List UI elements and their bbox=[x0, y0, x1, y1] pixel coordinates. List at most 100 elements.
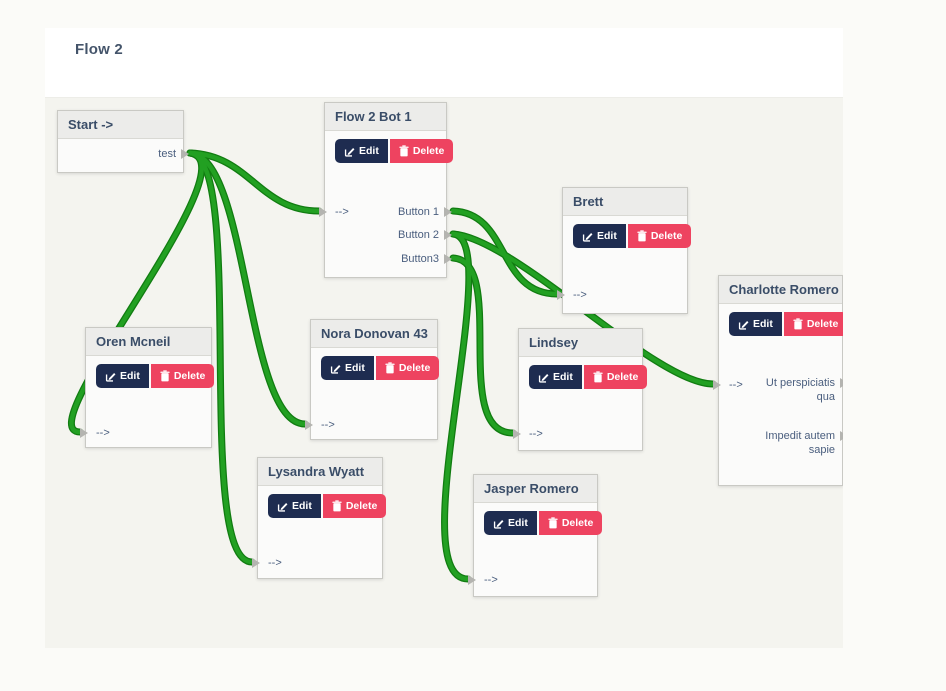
input-port[interactable]: --> bbox=[80, 426, 110, 440]
output-port-button2[interactable]: Button 2 bbox=[361, 228, 452, 242]
input-port[interactable]: --> bbox=[468, 573, 498, 587]
delete-button[interactable]: Delete bbox=[375, 356, 440, 380]
node-title: Flow 2 Bot 1 bbox=[325, 103, 446, 131]
port-triangle-icon bbox=[444, 254, 452, 264]
node-charlotte-romero[interactable]: Charlotte Romero Edit Delete --> Ut pers… bbox=[713, 275, 843, 486]
edit-icon bbox=[344, 146, 355, 157]
port-triangle-icon bbox=[840, 431, 843, 441]
input-port-label: --> bbox=[529, 428, 543, 440]
edit-button[interactable]: Edit bbox=[729, 312, 782, 336]
edit-icon bbox=[582, 231, 593, 242]
node-title: Jasper Romero bbox=[474, 475, 597, 503]
trash-icon bbox=[637, 230, 647, 242]
delete-button[interactable]: Delete bbox=[583, 365, 648, 389]
port-triangle-icon bbox=[80, 428, 88, 438]
port-triangle-icon bbox=[713, 380, 721, 390]
edit-icon bbox=[493, 518, 504, 529]
input-port-label: --> bbox=[484, 574, 498, 586]
node-nora-donovan[interactable]: Nora Donovan 43 Edit Delete --> bbox=[305, 319, 440, 440]
edit-icon bbox=[330, 363, 341, 374]
input-port-label: --> bbox=[321, 419, 335, 431]
port-triangle-icon bbox=[252, 558, 260, 568]
trash-icon bbox=[332, 500, 342, 512]
node-lindsey[interactable]: Lindsey Edit Delete --> bbox=[513, 328, 648, 451]
output-port-impedit-autem[interactable]: Impedit autem sapie bbox=[756, 429, 843, 457]
edit-button[interactable]: Edit bbox=[529, 365, 582, 389]
delete-button[interactable]: Delete bbox=[389, 139, 454, 163]
input-port[interactable]: --> bbox=[305, 418, 335, 432]
input-port-label: --> bbox=[268, 557, 282, 569]
input-port[interactable]: --> bbox=[557, 288, 587, 302]
node-title: Lysandra Wyatt bbox=[258, 458, 382, 486]
output-port-label: Button3 bbox=[401, 253, 439, 265]
output-port-ut-perspiciatis[interactable]: Ut perspiciatis qua bbox=[756, 376, 843, 404]
edit-button[interactable]: Edit bbox=[96, 364, 149, 388]
edit-button[interactable]: Edit bbox=[268, 494, 321, 518]
edit-icon bbox=[105, 371, 116, 382]
port-triangle-icon bbox=[444, 207, 452, 217]
output-port-button3[interactable]: Button3 bbox=[361, 252, 452, 266]
connector-edge[interactable] bbox=[187, 150, 255, 565]
input-port-label: --> bbox=[335, 206, 349, 218]
edit-button[interactable]: Edit bbox=[484, 511, 537, 535]
input-port[interactable]: --> bbox=[513, 427, 543, 441]
port-triangle-icon bbox=[513, 429, 521, 439]
output-port-label: test bbox=[158, 148, 176, 160]
input-port-label: --> bbox=[729, 379, 743, 391]
edit-button[interactable]: Edit bbox=[335, 139, 388, 163]
output-port-test[interactable]: test bbox=[58, 147, 189, 161]
delete-button[interactable]: Delete bbox=[783, 312, 843, 336]
trash-icon bbox=[548, 517, 558, 529]
port-triangle-icon bbox=[557, 290, 565, 300]
node-jasper-romero[interactable]: Jasper Romero Edit Delete --> bbox=[468, 474, 603, 597]
trash-icon bbox=[160, 370, 170, 382]
page-header: Flow 2 bbox=[45, 28, 843, 97]
output-port-label: Button 1 bbox=[398, 206, 439, 218]
port-triangle-icon bbox=[444, 230, 452, 240]
output-port-button1[interactable]: Button 1 bbox=[361, 205, 452, 219]
delete-button[interactable]: Delete bbox=[538, 511, 603, 535]
node-title: Charlotte Romero bbox=[719, 276, 842, 304]
port-triangle-icon bbox=[840, 378, 843, 388]
delete-button[interactable]: Delete bbox=[627, 224, 692, 248]
delete-button[interactable]: Delete bbox=[150, 364, 215, 388]
node-title: Brett bbox=[563, 188, 687, 216]
node-start[interactable]: Start -> test bbox=[57, 110, 189, 173]
edit-button[interactable]: Edit bbox=[573, 224, 626, 248]
trash-icon bbox=[399, 145, 409, 157]
node-title: Start -> bbox=[58, 111, 183, 139]
connector-edge[interactable] bbox=[187, 150, 308, 427]
trash-icon bbox=[593, 371, 603, 383]
output-port-label: Button 2 bbox=[398, 229, 439, 241]
port-triangle-icon bbox=[305, 420, 313, 430]
connector-edge[interactable] bbox=[187, 150, 322, 214]
node-lysandra-wyatt[interactable]: Lysandra Wyatt Edit Delete --> bbox=[252, 457, 387, 579]
node-title: Lindsey bbox=[519, 329, 642, 357]
port-triangle-icon bbox=[319, 207, 327, 217]
trash-icon bbox=[793, 318, 803, 330]
edit-icon bbox=[277, 501, 288, 512]
node-brett[interactable]: Brett Edit Delete --> bbox=[557, 187, 692, 314]
flow-canvas[interactable]: Start -> test Flow 2 Bot 1 Edit Delete -… bbox=[45, 97, 843, 648]
node-flow2-bot1[interactable]: Flow 2 Bot 1 Edit Delete --> Button 1 Bu… bbox=[319, 102, 454, 278]
port-triangle-icon bbox=[468, 575, 476, 585]
edit-button[interactable]: Edit bbox=[321, 356, 374, 380]
output-port-label: Impedit autem sapie bbox=[765, 430, 835, 456]
input-port-label: --> bbox=[96, 427, 110, 439]
connector-edge[interactable] bbox=[442, 231, 472, 582]
input-port-label: --> bbox=[573, 289, 587, 301]
input-port[interactable]: --> bbox=[252, 556, 282, 570]
port-triangle-icon bbox=[181, 149, 189, 159]
node-title: Nora Donovan 43 bbox=[311, 320, 437, 348]
node-oren-mcneil[interactable]: Oren Mcneil Edit Delete --> bbox=[80, 327, 215, 448]
input-port[interactable]: --> bbox=[319, 205, 349, 219]
trash-icon bbox=[385, 362, 395, 374]
delete-button[interactable]: Delete bbox=[322, 494, 387, 518]
edit-icon bbox=[738, 319, 749, 330]
edit-icon bbox=[538, 372, 549, 383]
connector-edge[interactable] bbox=[450, 255, 516, 436]
node-title: Oren Mcneil bbox=[86, 328, 211, 356]
page-title: Flow 2 bbox=[75, 41, 123, 58]
connector-edge[interactable] bbox=[69, 150, 204, 435]
input-port[interactable]: --> bbox=[713, 378, 743, 392]
